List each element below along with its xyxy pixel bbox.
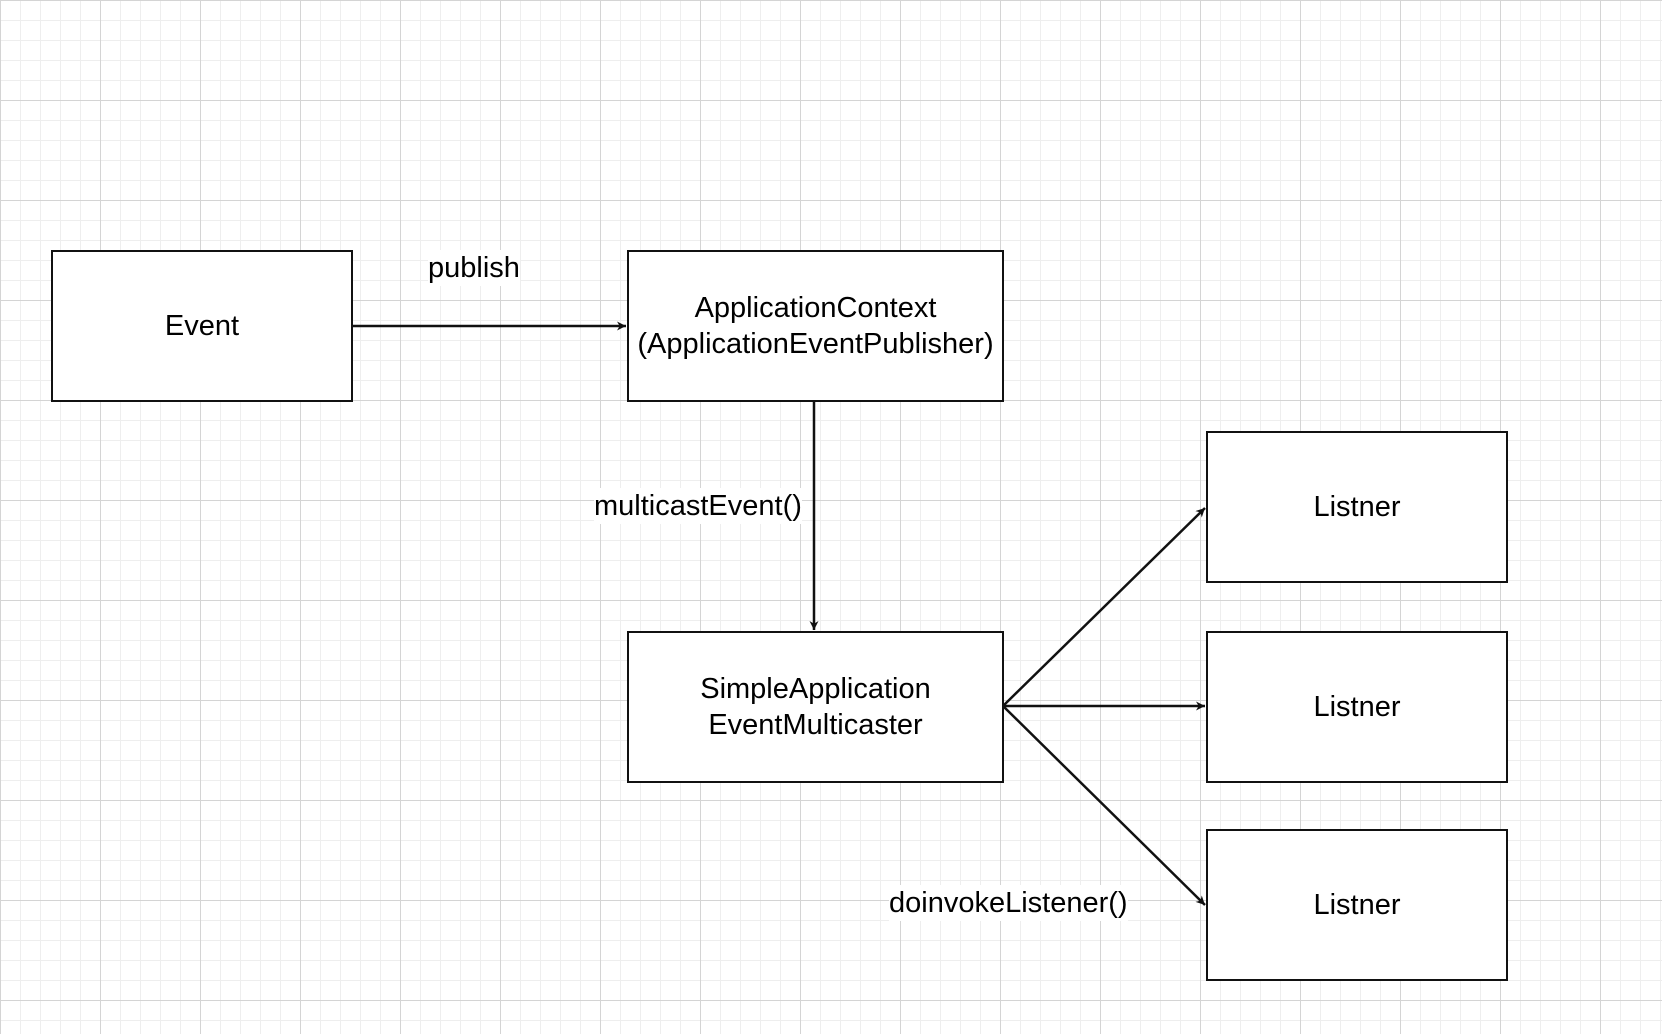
listener-node-2-label: Listner — [1313, 691, 1401, 723]
listener-node-1[interactable]: Listner — [1206, 431, 1508, 583]
multicaster-node-label: SimpleApplication EventMulticaster — [700, 673, 931, 741]
publish-label: publish — [428, 250, 520, 286]
edge-to-listener-1 — [1002, 507, 1206, 707]
event-node[interactable]: Event — [51, 250, 353, 402]
event-node-label: Event — [164, 310, 240, 342]
listener-node-2[interactable]: Listner — [1206, 631, 1508, 783]
listener-node-1-label: Listner — [1313, 491, 1401, 523]
listener-node-3-label: Listner — [1313, 889, 1401, 921]
multicaster-node[interactable]: SimpleApplication EventMulticaster — [627, 631, 1004, 783]
application-context-node[interactable]: ApplicationContext (ApplicationEventPubl… — [627, 250, 1004, 402]
edge-to-listener-3 — [1002, 705, 1206, 906]
application-context-node-label: ApplicationContext (ApplicationEventPubl… — [637, 292, 994, 360]
invoke-label: doinvokeListener() — [889, 885, 1128, 921]
listener-node-3[interactable]: Listner — [1206, 829, 1508, 981]
multicast-label: multicastEvent() — [594, 488, 802, 524]
